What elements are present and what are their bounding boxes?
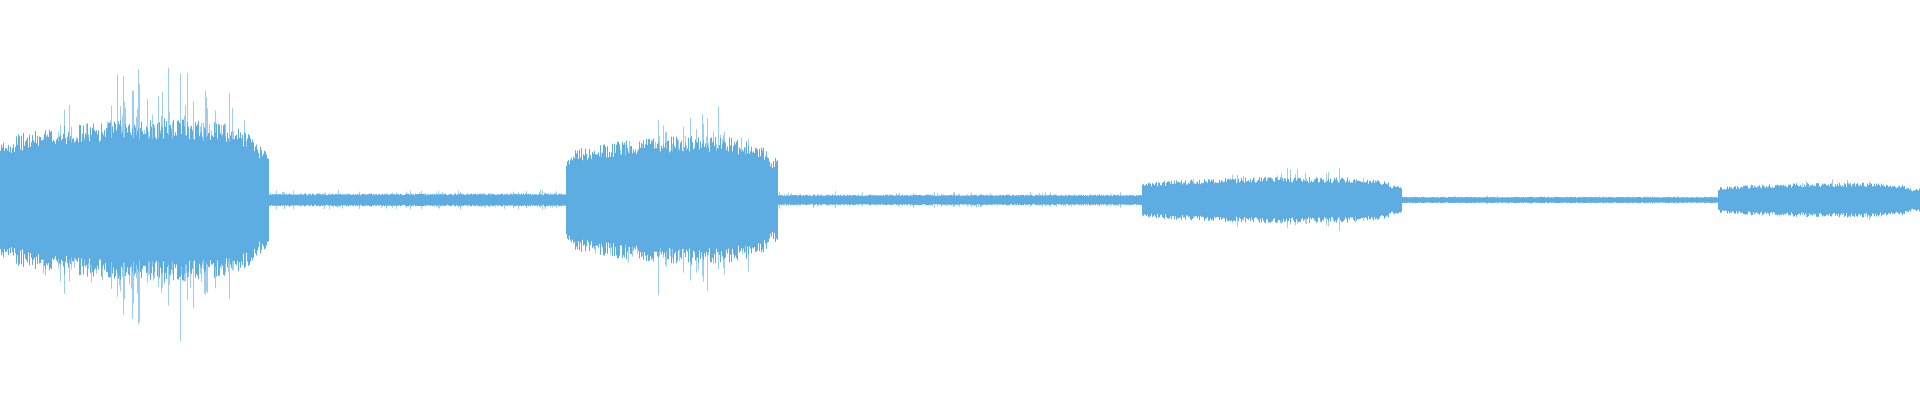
- waveform-trace: [0, 67, 1920, 342]
